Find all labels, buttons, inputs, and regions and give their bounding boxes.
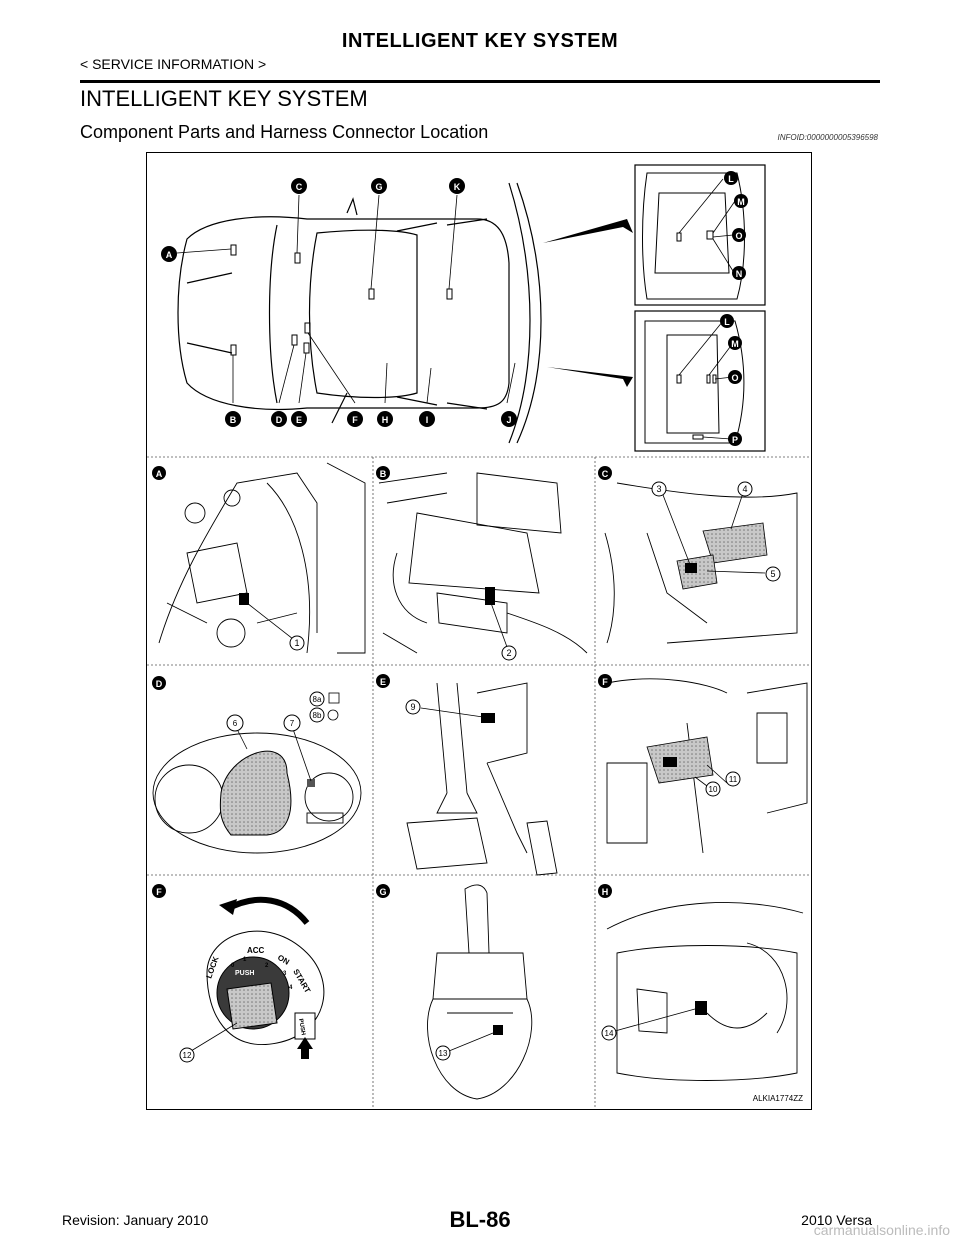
- panel-label-f-switch: F: [156, 887, 162, 897]
- panel-label-a: A: [156, 469, 163, 479]
- switch-acc-position: 1: [243, 957, 247, 963]
- callout-10: 10: [709, 785, 718, 794]
- inset-bottom-letter-m: M: [731, 339, 739, 349]
- callout-8b: 8b: [313, 711, 322, 720]
- inset-bottom-letter-o: O: [731, 373, 738, 383]
- overview-letter-c: C: [296, 182, 303, 192]
- inset-bottom-letter-l: L: [724, 317, 730, 327]
- section-title: INTELLIGENT KEY SYSTEM: [80, 86, 368, 111]
- inset-top-letter-m: M: [737, 197, 745, 207]
- overview-letter-a: A: [166, 250, 173, 260]
- callout-3: 3: [656, 484, 661, 494]
- overview-letter-h: H: [382, 415, 389, 425]
- inset-top-letter-l: L: [728, 174, 734, 184]
- overview-letter-i: I: [426, 415, 429, 425]
- switch-start-position-2: 4: [289, 985, 293, 991]
- figure-illustration: C G K A B D E F H I J L M O N: [147, 164, 811, 1109]
- callout-7: 7: [290, 719, 295, 728]
- key-indicator-icon: [327, 709, 339, 721]
- panel-label-e: E: [380, 677, 386, 687]
- header-divider: [80, 80, 880, 83]
- overview-letter-f: F: [352, 415, 358, 425]
- panel-label-h: H: [602, 887, 609, 897]
- panel-label-c: C: [602, 469, 609, 479]
- switch-on-label: ON: [276, 953, 291, 967]
- switch-push-center: PUSH: [235, 970, 254, 977]
- callout-9: 9: [410, 702, 415, 712]
- panel-label-d: D: [156, 679, 163, 689]
- footer-revision: Revision: January 2010: [62, 1212, 209, 1228]
- footer-model: 2010 Versa: [801, 1212, 872, 1228]
- switch-start-label: START: [291, 968, 312, 995]
- panel-label-f-column: F: [602, 677, 608, 687]
- overview-letter-k: K: [454, 182, 461, 192]
- panel-label-g: G: [379, 887, 386, 897]
- callout-2: 2: [506, 648, 511, 658]
- switch-on-position: 2: [265, 963, 269, 969]
- overview-letter-b: B: [230, 415, 237, 425]
- watermark: carmanualsonline.info: [813, 1222, 950, 1238]
- info-id: INFOID:0000000005396598: [777, 133, 878, 142]
- key-warning-icon: [328, 692, 340, 704]
- callout-6: 6: [233, 719, 238, 728]
- callout-12: 12: [183, 1051, 192, 1060]
- subsection-title: Component Parts and Harness Connector Lo…: [80, 122, 489, 142]
- section-breadcrumb: < SERVICE INFORMATION >: [80, 56, 267, 72]
- overview-letter-g: G: [375, 182, 382, 192]
- callout-1: 1: [294, 638, 299, 648]
- callout-8a: 8a: [313, 695, 322, 704]
- switch-push-button-label: PUSH: [297, 1018, 306, 1035]
- page-header-title: INTELLIGENT KEY SYSTEM: [341, 30, 619, 52]
- callout-5: 5: [770, 569, 775, 579]
- overview-letter-j: J: [506, 415, 511, 425]
- switch-start-position: 3: [283, 971, 287, 977]
- panel-label-b: B: [380, 469, 387, 479]
- overview-letter-e: E: [296, 415, 302, 425]
- footer-page-number: BL-86: [449, 1207, 511, 1232]
- figure-image-id: ALKIA1774ZZ: [752, 1094, 803, 1103]
- overview-letter-d: D: [276, 415, 283, 425]
- callout-4: 4: [742, 484, 747, 494]
- component-location-figure: C G K A B D E F H I J L M O N: [146, 152, 812, 1110]
- callout-14: 14: [605, 1029, 614, 1038]
- callout-11: 11: [729, 775, 738, 784]
- switch-lock-position: 0: [231, 963, 235, 969]
- switch-lock-label: LOCK: [204, 955, 220, 980]
- inset-bottom-letter-p: P: [732, 435, 738, 445]
- inset-top-letter-n: N: [736, 269, 743, 279]
- switch-acc-label: ACC: [247, 946, 265, 955]
- inset-top-letter-o: O: [735, 231, 742, 241]
- callout-13: 13: [439, 1049, 448, 1058]
